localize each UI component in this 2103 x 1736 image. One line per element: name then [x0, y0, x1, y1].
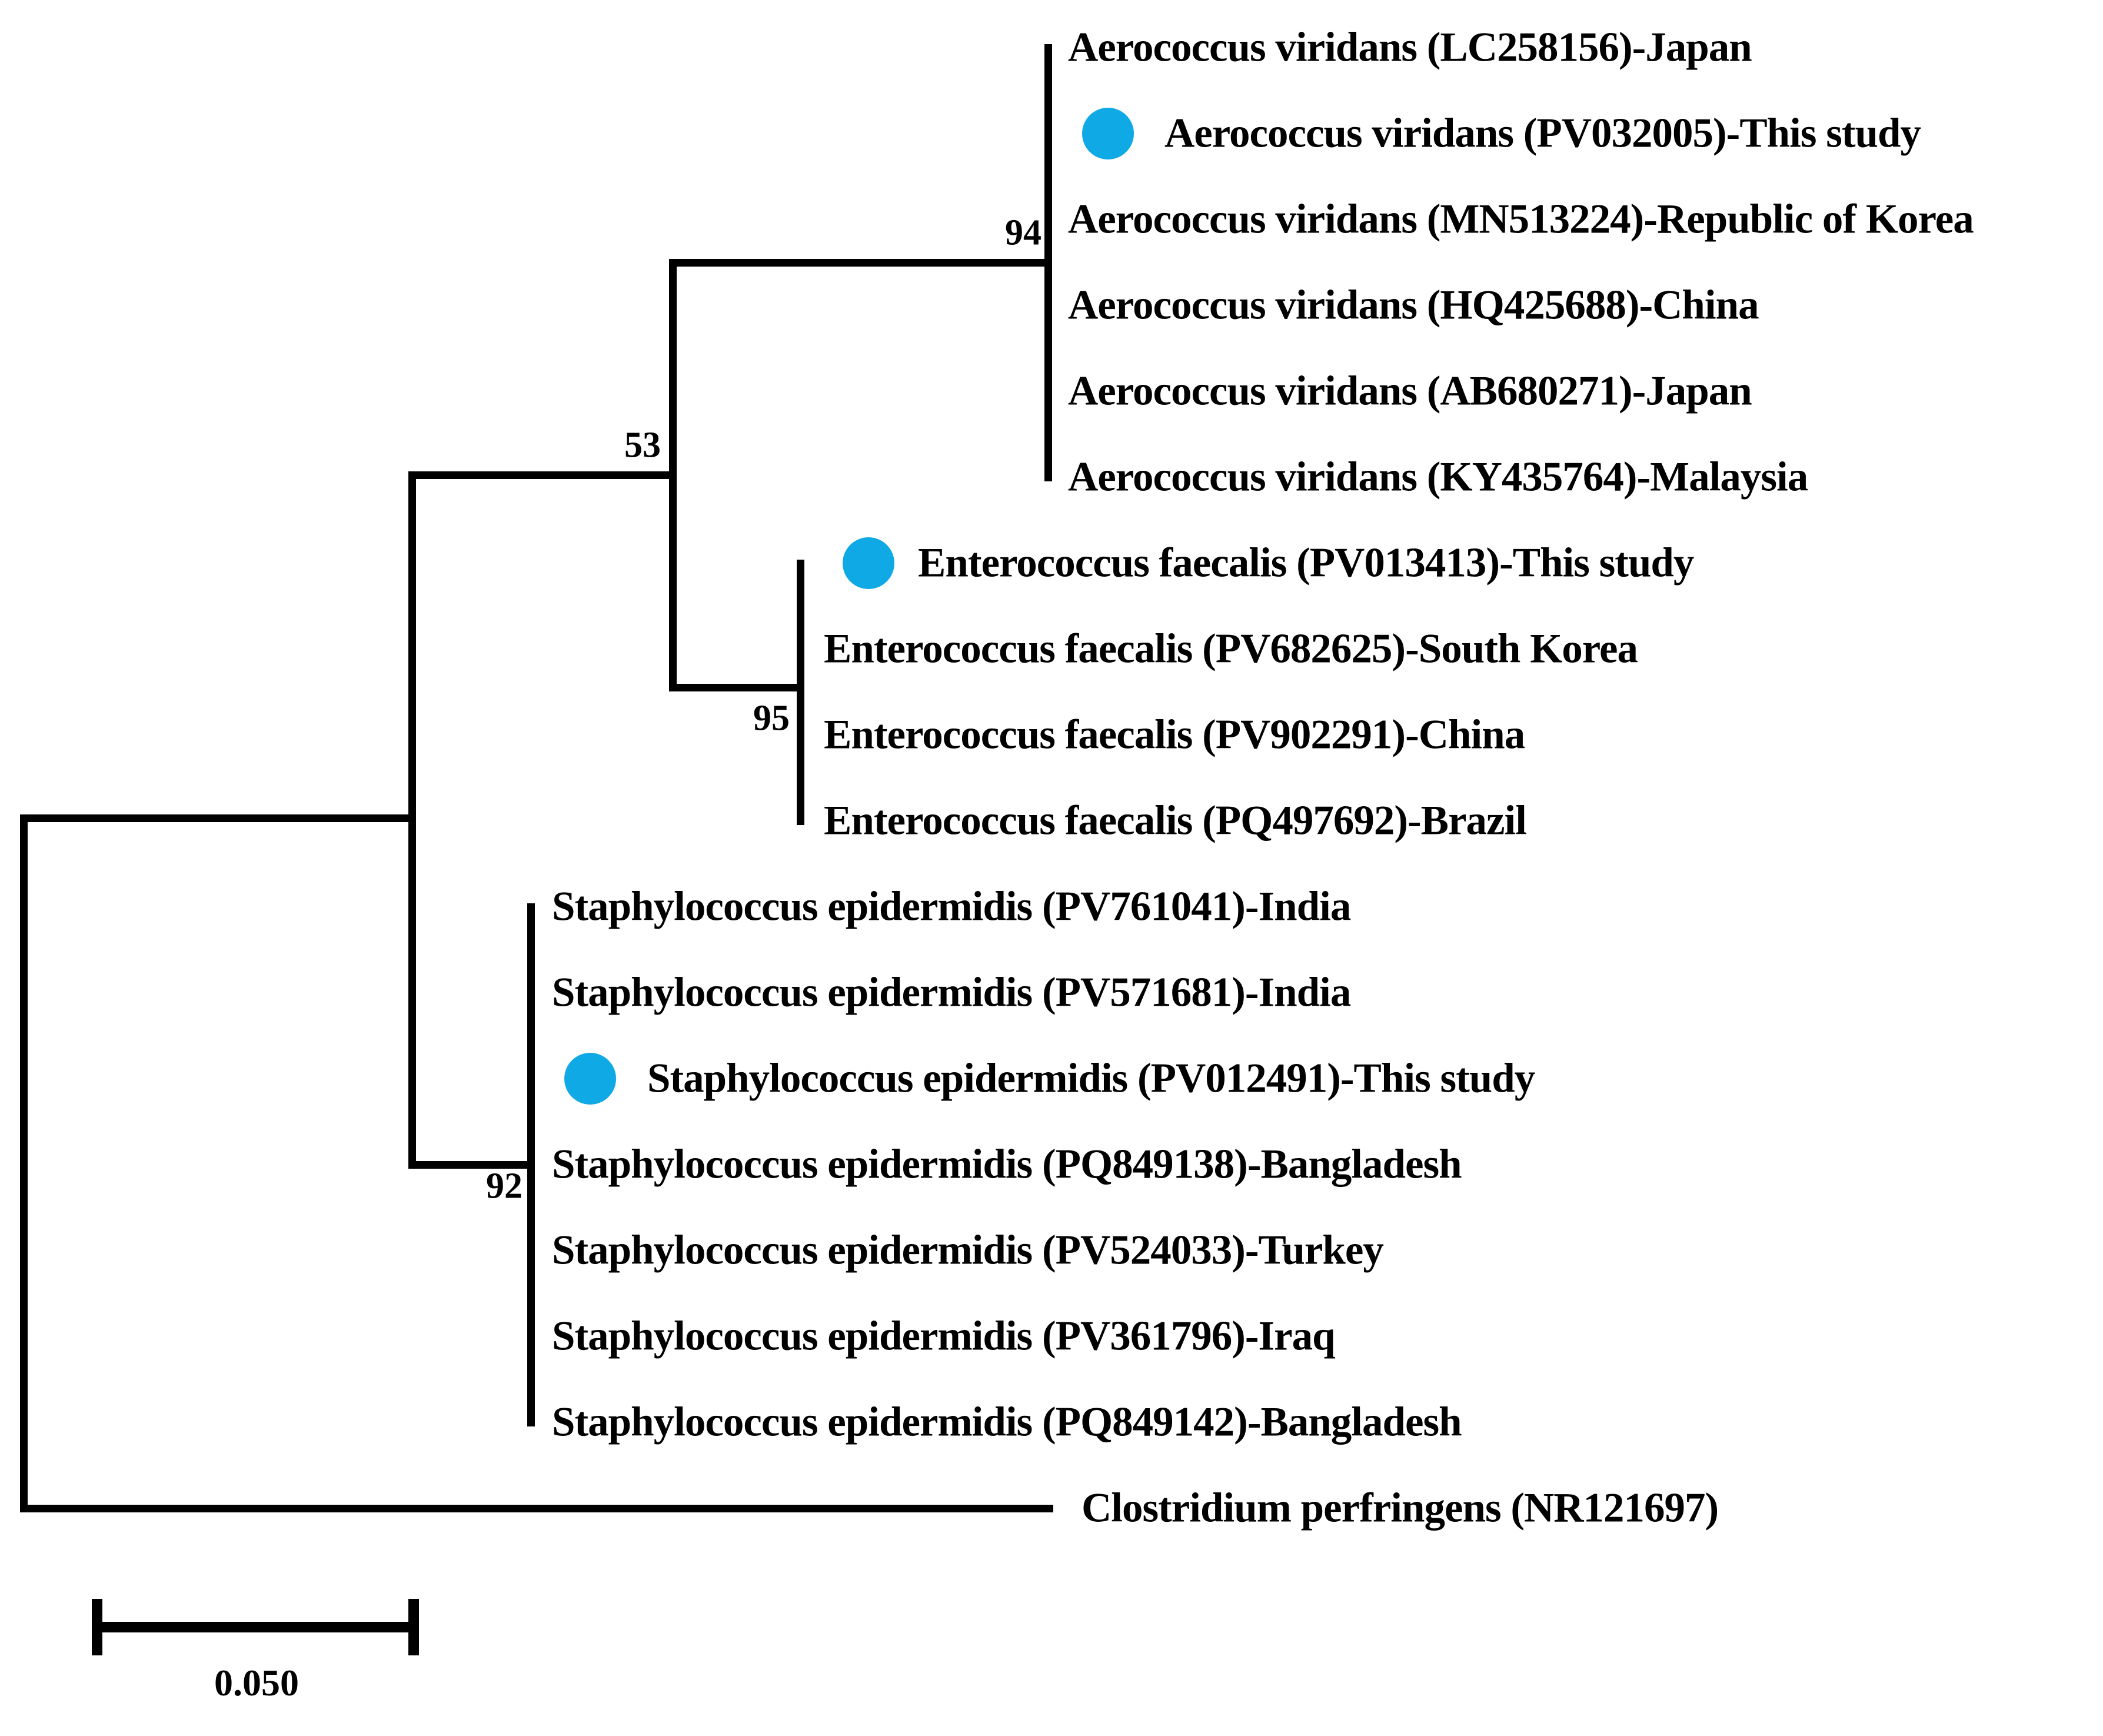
- taxon-label-enterococcus-pv682625: Enterococcus faecalis (PV682625)-South K…: [824, 626, 1638, 672]
- branch-root-horizontal: [20, 814, 415, 822]
- branch-node53-vertical: [669, 259, 677, 691]
- taxon-label-aerococcus-pv032005: Aerococcus viridans (PV032005)-This stud…: [1164, 110, 1921, 157]
- taxon-label-staphylococcus-pv361796: Staphylococcus epidermidis (PV361796)-Ir…: [552, 1313, 1336, 1359]
- branch-node53-horizontal: [408, 471, 676, 479]
- bootstrap-value-enterococcus-clade: 95: [753, 698, 790, 739]
- branch-staphylococcus-clade-vertical: [527, 903, 535, 1426]
- taxon-label-enterococcus-pv013413: Enterococcus faecalis (PV013413)-This st…: [918, 540, 1694, 586]
- taxon-label-aerococcus-mn513224: Aerococcus viridans (MN513224)-Republic …: [1068, 196, 1974, 242]
- taxon-label-staphylococcus-pv012491: Staphylococcus epidermidis (PV012491)-Th…: [647, 1055, 1535, 1102]
- scale-bar-tick-left: [92, 1599, 102, 1655]
- taxon-label-staphylococcus-pq849142: Staphylococcus epidermidis (PQ849142)-Ba…: [552, 1399, 1462, 1445]
- this-study-marker-icon: [564, 1053, 616, 1105]
- branch-enterococcus-horizontal: [669, 684, 804, 691]
- taxon-label-staphylococcus-pv761041: Staphylococcus epidermidis (PV761041)-In…: [552, 883, 1351, 930]
- scale-bar-label: 0.050: [214, 1662, 299, 1704]
- this-study-marker-icon: [843, 537, 894, 589]
- taxon-label-enterococcus-pv902291: Enterococcus faecalis (PV902291)-China: [824, 711, 1525, 758]
- taxon-label-staphylococcus-pq849138: Staphylococcus epidermidis (PQ849138)-Ba…: [552, 1141, 1462, 1188]
- taxon-label-aerococcus-lc258156: Aerococcus viridans (LC258156)-Japan: [1068, 24, 1752, 71]
- bootstrap-value-staphylococcus-clade: 92: [486, 1166, 523, 1206]
- bootstrap-value-aerococcus-enterococcus-node: 53: [624, 425, 661, 465]
- branch-staphylococcus-horizontal: [408, 1161, 534, 1169]
- taxon-label-enterococcus-pq497692: Enterococcus faecalis (PQ497692)-Brazil: [824, 797, 1527, 844]
- bootstrap-value-aerococcus-clade: 94: [1005, 212, 1041, 253]
- branch-aerococcus-clade-vertical: [1044, 44, 1052, 481]
- taxon-label-aerococcus-ky435764: Aerococcus viridans (KY435764)-Malaysia: [1068, 454, 1808, 500]
- branch-root-vertical: [20, 814, 28, 1512]
- branch-aerococcus-horizontal: [669, 259, 1052, 267]
- taxon-label-aerococcus-hq425688: Aerococcus viridans (HQ425688)-China: [1068, 282, 1759, 328]
- taxon-label-aerococcus-ab680271: Aerococcus viridans (AB680271)-Japan: [1068, 368, 1752, 414]
- taxon-label-clostridium-nr121697: Clostridium perfringens (NR121697): [1082, 1485, 1719, 1531]
- this-study-marker-icon: [1082, 108, 1134, 159]
- taxon-label-staphylococcus-pv524033: Staphylococcus epidermidis (PV524033)-Tu…: [552, 1227, 1384, 1273]
- scale-bar-tick-right: [408, 1599, 419, 1655]
- branch-enterococcus-clade-vertical: [797, 560, 804, 825]
- taxon-label-staphylococcus-pv571681: Staphylococcus epidermidis (PV571681)-In…: [552, 969, 1351, 1016]
- scale-bar-line: [92, 1622, 419, 1632]
- branch-basal-node-vertical: [408, 471, 416, 1169]
- branch-clostridium-horizontal: [20, 1505, 1053, 1512]
